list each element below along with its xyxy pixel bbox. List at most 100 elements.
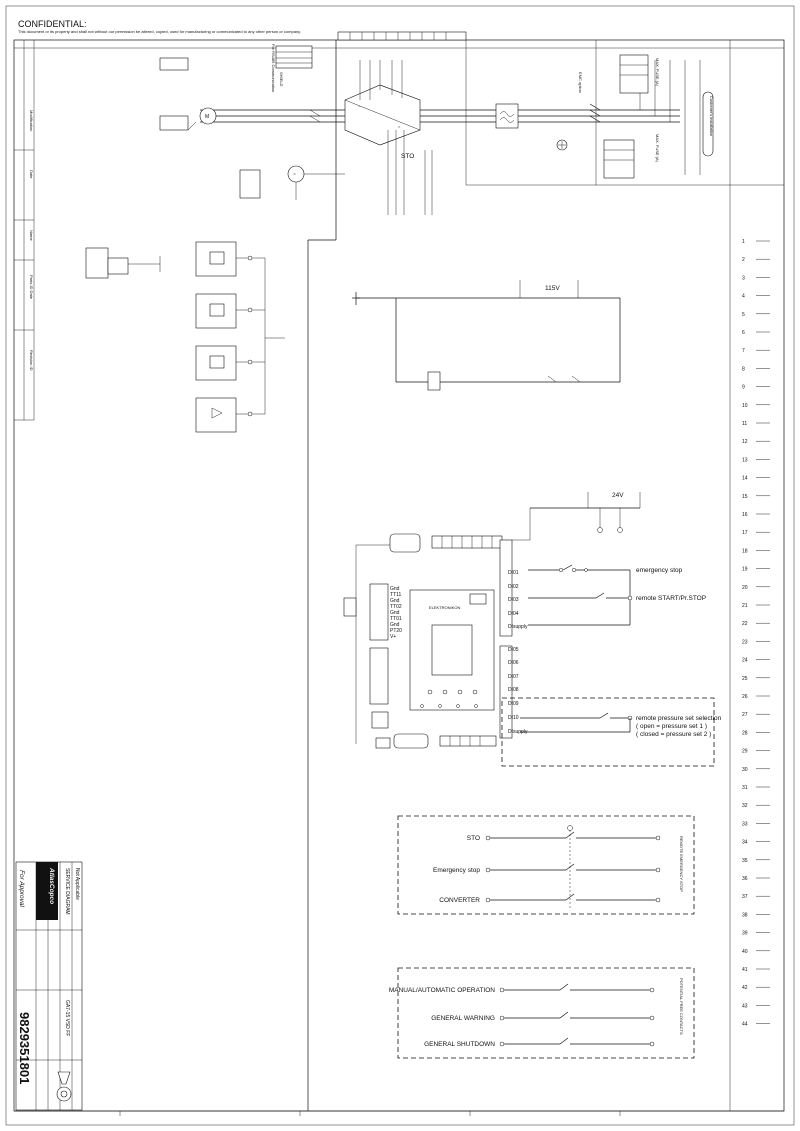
di-strip-lower [499,645,513,739]
grid-number: 12 [742,439,748,445]
controller-button-2[interactable] [442,689,448,695]
grid-number: 30 [742,767,748,773]
pressure-set-open: ( open = pressure set 1 ) [636,723,707,730]
sheet-border [5,5,795,1126]
fuse-table-1 [619,54,649,94]
res-item-sto: STO [467,835,480,842]
analog-input-strip [369,583,389,641]
pfc-item-general-shutdown: GENERAL SHUTDOWN [424,1041,495,1048]
margin-label-name: Name [29,230,34,241]
svg-text:DI09: DI09 [508,701,519,707]
grid-number: 42 [742,985,748,991]
grid-number: 2 [742,257,745,263]
shield-label: SHIELD [279,72,284,87]
grid-number: 5 [742,312,745,318]
sensor-card-4 [195,397,237,433]
brand-logo [36,862,58,920]
max-fuse-label-1: MAX. FUSE (A) [655,58,660,87]
emc-option-label: EMC option [578,72,583,93]
margin-label-revision: Revision ID [29,350,34,371]
grid-number: 43 [742,1003,748,1009]
brand-logo-small [469,593,487,605]
controller-button-4[interactable] [472,689,478,695]
pfc-item-general-warning: GENERAL WARNING [431,1015,495,1022]
svg-text:M: M [205,114,209,120]
pressure-set-title: remote pressure set selection [636,715,722,722]
grid-number: 21 [742,603,748,609]
di-strip-upper [499,539,513,637]
grid-number: 4 [742,294,745,300]
remote-emergency-stop-block: REMOTE EMERGENCY STOP STO Emergency stop… [397,815,695,915]
circuit-115v: 115V [352,280,621,391]
margin-label-parts: Parts ID Date [29,275,34,300]
grid-number: 28 [742,730,748,736]
inverter-block: ~ = [344,84,421,146]
elektronikon-unit[interactable] [409,589,495,711]
svg-text:Gnd: Gnd [390,598,400,604]
grid-number: 40 [742,949,748,955]
svg-text:~: ~ [293,172,296,178]
svg-text:TT02: TT02 [390,604,402,610]
remote-emergency-stop-title: REMOTE EMERGENCY STOP [679,836,684,892]
grid-number: 27 [742,712,748,718]
solenoid-valve [107,257,129,275]
svg-text:TT11: TT11 [390,592,402,598]
margin-label-modification: Modification [29,110,34,131]
grid-number: 31 [742,785,748,791]
res-item-emergency-stop: Emergency stop [433,867,480,874]
controller-section: ELEKTRONIKON Gnd TT11 Gnd TT02 Gnd TT01 … [343,533,530,749]
bottom-column-ticks [119,1111,621,1116]
svg-text:DI03: DI03 [508,597,519,603]
input-circuits: emergency stop remote START/Pr.STOP remo… [501,564,722,767]
grid-number: 44 [742,1022,748,1028]
not-applicable-label: Not Applicable [74,868,80,900]
customer-installation-label: Customer's installation [709,96,714,136]
svg-text:DIsupply: DIsupply [508,624,528,630]
sensor-section [85,241,285,433]
grid-number: 29 [742,749,748,755]
customer-installation-badge [702,91,714,157]
grid-number: 14 [742,476,748,482]
max-fuse-label-2: MAX. FUSE (A) [655,134,660,163]
drawing-number: 9829351801 [17,1012,32,1084]
controller-button-1[interactable] [427,689,433,695]
pfc-title: POTENTIAL FREE CONTACTS [679,978,684,1035]
svg-text:DI10: DI10 [508,715,519,721]
rs485-label: For RS485 Communication [271,44,276,92]
main-motor [199,107,217,125]
grid-number: 24 [742,658,748,664]
grid-number: 32 [742,803,748,809]
svg-text:DI06: DI06 [508,660,519,666]
output-strip [369,647,389,705]
analog-input-labels: Gnd TT11 Gnd TT02 Gnd TT01 Gnd PT20 V+ [390,586,402,640]
grid-number: 8 [742,366,745,372]
grid-number: 13 [742,457,748,463]
potential-free-contacts-block: POTENTIAL FREE CONTACTS MANUAL/AUTOMATIC… [389,967,695,1059]
title-block: AtlasCopco For Approval SERVICE DIAGRAM … [15,861,83,1111]
sto-label: STO [401,153,414,160]
svg-text:DI04: DI04 [508,611,519,617]
grid-number: 16 [742,512,748,518]
svg-text:DI07: DI07 [508,674,519,680]
res-item-converter: CONVERTER [439,897,480,904]
svg-text:DI02: DI02 [508,584,519,590]
grid-number: 20 [742,585,748,591]
grid-number: 19 [742,567,748,573]
svg-text:TT01: TT01 [390,616,402,622]
pfc-item-manual-automatic: MANUAL/AUTOMATIC OPERATION [389,987,495,994]
connector-x2 [393,733,429,749]
svg-text:=: = [398,124,401,129]
grid-number: 37 [742,894,748,900]
supply-24v-label: 24V [612,492,624,499]
grid-number: 15 [742,494,748,500]
right-grid-numbers: 1234567891011121314151617181920212223242… [742,239,770,1028]
emc-filter [495,103,519,129]
power-section: Customer's installation MAX. FUSE (A) MA… [159,44,714,215]
confidential-notice: This document or its property and shall … [18,29,301,34]
svg-text:PT20: PT20 [390,628,402,634]
grid-number: 38 [742,912,748,918]
controller-button-3[interactable] [457,689,463,695]
grid-number: 7 [742,348,745,354]
confidential-title: CONFIDENTIAL: [18,19,87,29]
svg-text:DIsupply: DIsupply [508,729,528,735]
